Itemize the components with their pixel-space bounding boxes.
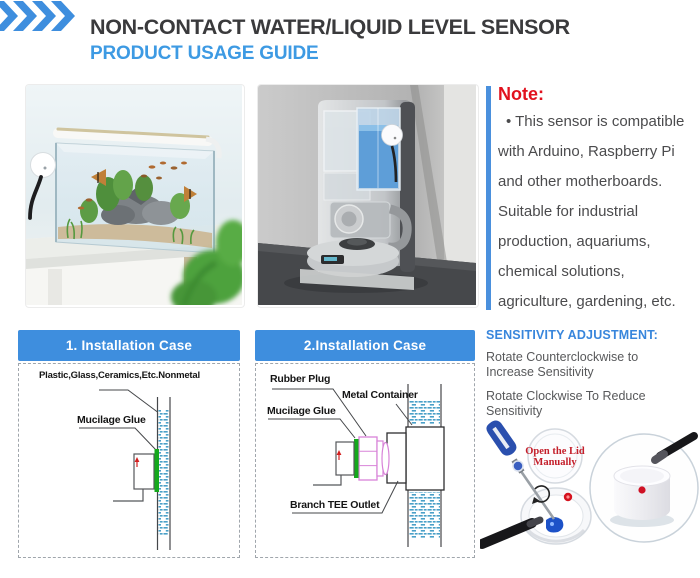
glue-leader-line [268,418,356,439]
sensor-body [335,441,355,476]
red-arrow-mark [134,457,140,467]
glue-leader-line [79,427,157,451]
aquarium-photo [25,84,245,308]
sensitivity-title: SENSITIVITY ADJUSTMENT: [486,328,658,342]
label-nonmetal-material: Plastic,Glass,Ceramics,Etc.Nonmetal [39,370,200,381]
sensor-cable [477,518,537,549]
note-body: • This sensor is compatible with Arduino… [498,113,685,310]
installation-case-2-header: 2.Installation Case [255,330,475,361]
note-title: Note: [498,84,544,104]
label-rubber-plug: Rubber Plug [270,373,331,385]
page-title: NON-CONTACT WATER/LIQUID LEVEL SENSOR [90,15,570,39]
tank-grass [66,218,195,245]
open-sensor-view [477,420,592,549]
note-section: Note: • This sensor is compatible with A… [486,84,696,317]
red-arrow-mark [336,450,342,460]
plug-leader-line [272,388,367,437]
installation-case-1-panel: 1. Installation Case [18,330,240,558]
fish-school [77,161,197,210]
container-liquid-bottom [409,492,440,539]
sensor-wire [113,489,144,502]
robot-vacuum [307,238,399,277]
label-metal-container: Metal Container [342,389,418,401]
sensor-cable [390,145,398,183]
robot-dock-photo [257,84,479,308]
label-mucilage-glue: Mucilage Glue [77,414,146,426]
sensitivity-instruction-2: Rotate Clockwise To Reduce Sensitivity [486,389,646,418]
sensor-body [133,453,155,490]
tank-light-bar [53,128,213,146]
container-liquid-top [409,400,440,425]
installation-case-1-header: 1. Installation Case [18,330,240,361]
trimpot [546,517,564,533]
label-mucilage-glue: Mucilage Glue [267,405,336,417]
label-branch-tee-outlet: Branch TEE Outlet [290,499,380,511]
water-tank [356,107,401,191]
level-sensor-on-tank [28,152,56,220]
level-sensor-on-dock [381,124,403,183]
nonmetal-wall-liquid [158,409,169,535]
foreground-plant [171,220,242,305]
aquarium-illustration [26,85,242,305]
sensitivity-photos [477,420,700,578]
installation-case-1-diagram: Plastic,Glass,Ceramics,Etc.Nonmetal Muci… [18,363,240,558]
robot-dock-illustration [258,85,476,305]
case2-drawing [268,384,445,547]
rotate-arrow-icon [532,485,551,504]
tee-branch-neck [386,432,407,484]
rubber-plug-assembly [358,436,390,481]
sensitivity-led [638,486,646,494]
material-leader-line [99,389,158,413]
sensor-lid [527,428,583,484]
sensor-adjustment-illustration [477,420,699,549]
tee-leader-line [292,480,399,514]
sensitivity-instruction-1: Rotate Counterclockwise to Increase Sens… [486,350,639,379]
note-accent-bar [486,86,491,310]
forward-chevrons-icon [0,0,80,32]
tank-plants [80,170,190,223]
sensor-wire [313,475,342,486]
screwdriver [486,420,556,520]
open-lid-note: Open the Lid Manually [525,446,585,468]
container-leader-line [395,403,413,426]
mucilage-glue-strip [354,439,359,478]
dock-hose [387,204,412,252]
page-subtitle: PRODUCT USAGE GUIDE [90,43,319,64]
case1-drawing [79,389,171,550]
sensitivity-section: SENSITIVITY ADJUSTMENT: Rotate Countercl… [486,328,694,428]
installation-case-2-panel: 2.Installation Case [255,330,475,558]
tee-body [405,426,445,491]
magnified-sensor-view [589,432,699,543]
sensor-cable [28,175,43,220]
installation-case-2-diagram: Rubber Plug Metal Container Mucilage Glu… [255,363,475,558]
mucilage-glue-strip [154,449,159,492]
